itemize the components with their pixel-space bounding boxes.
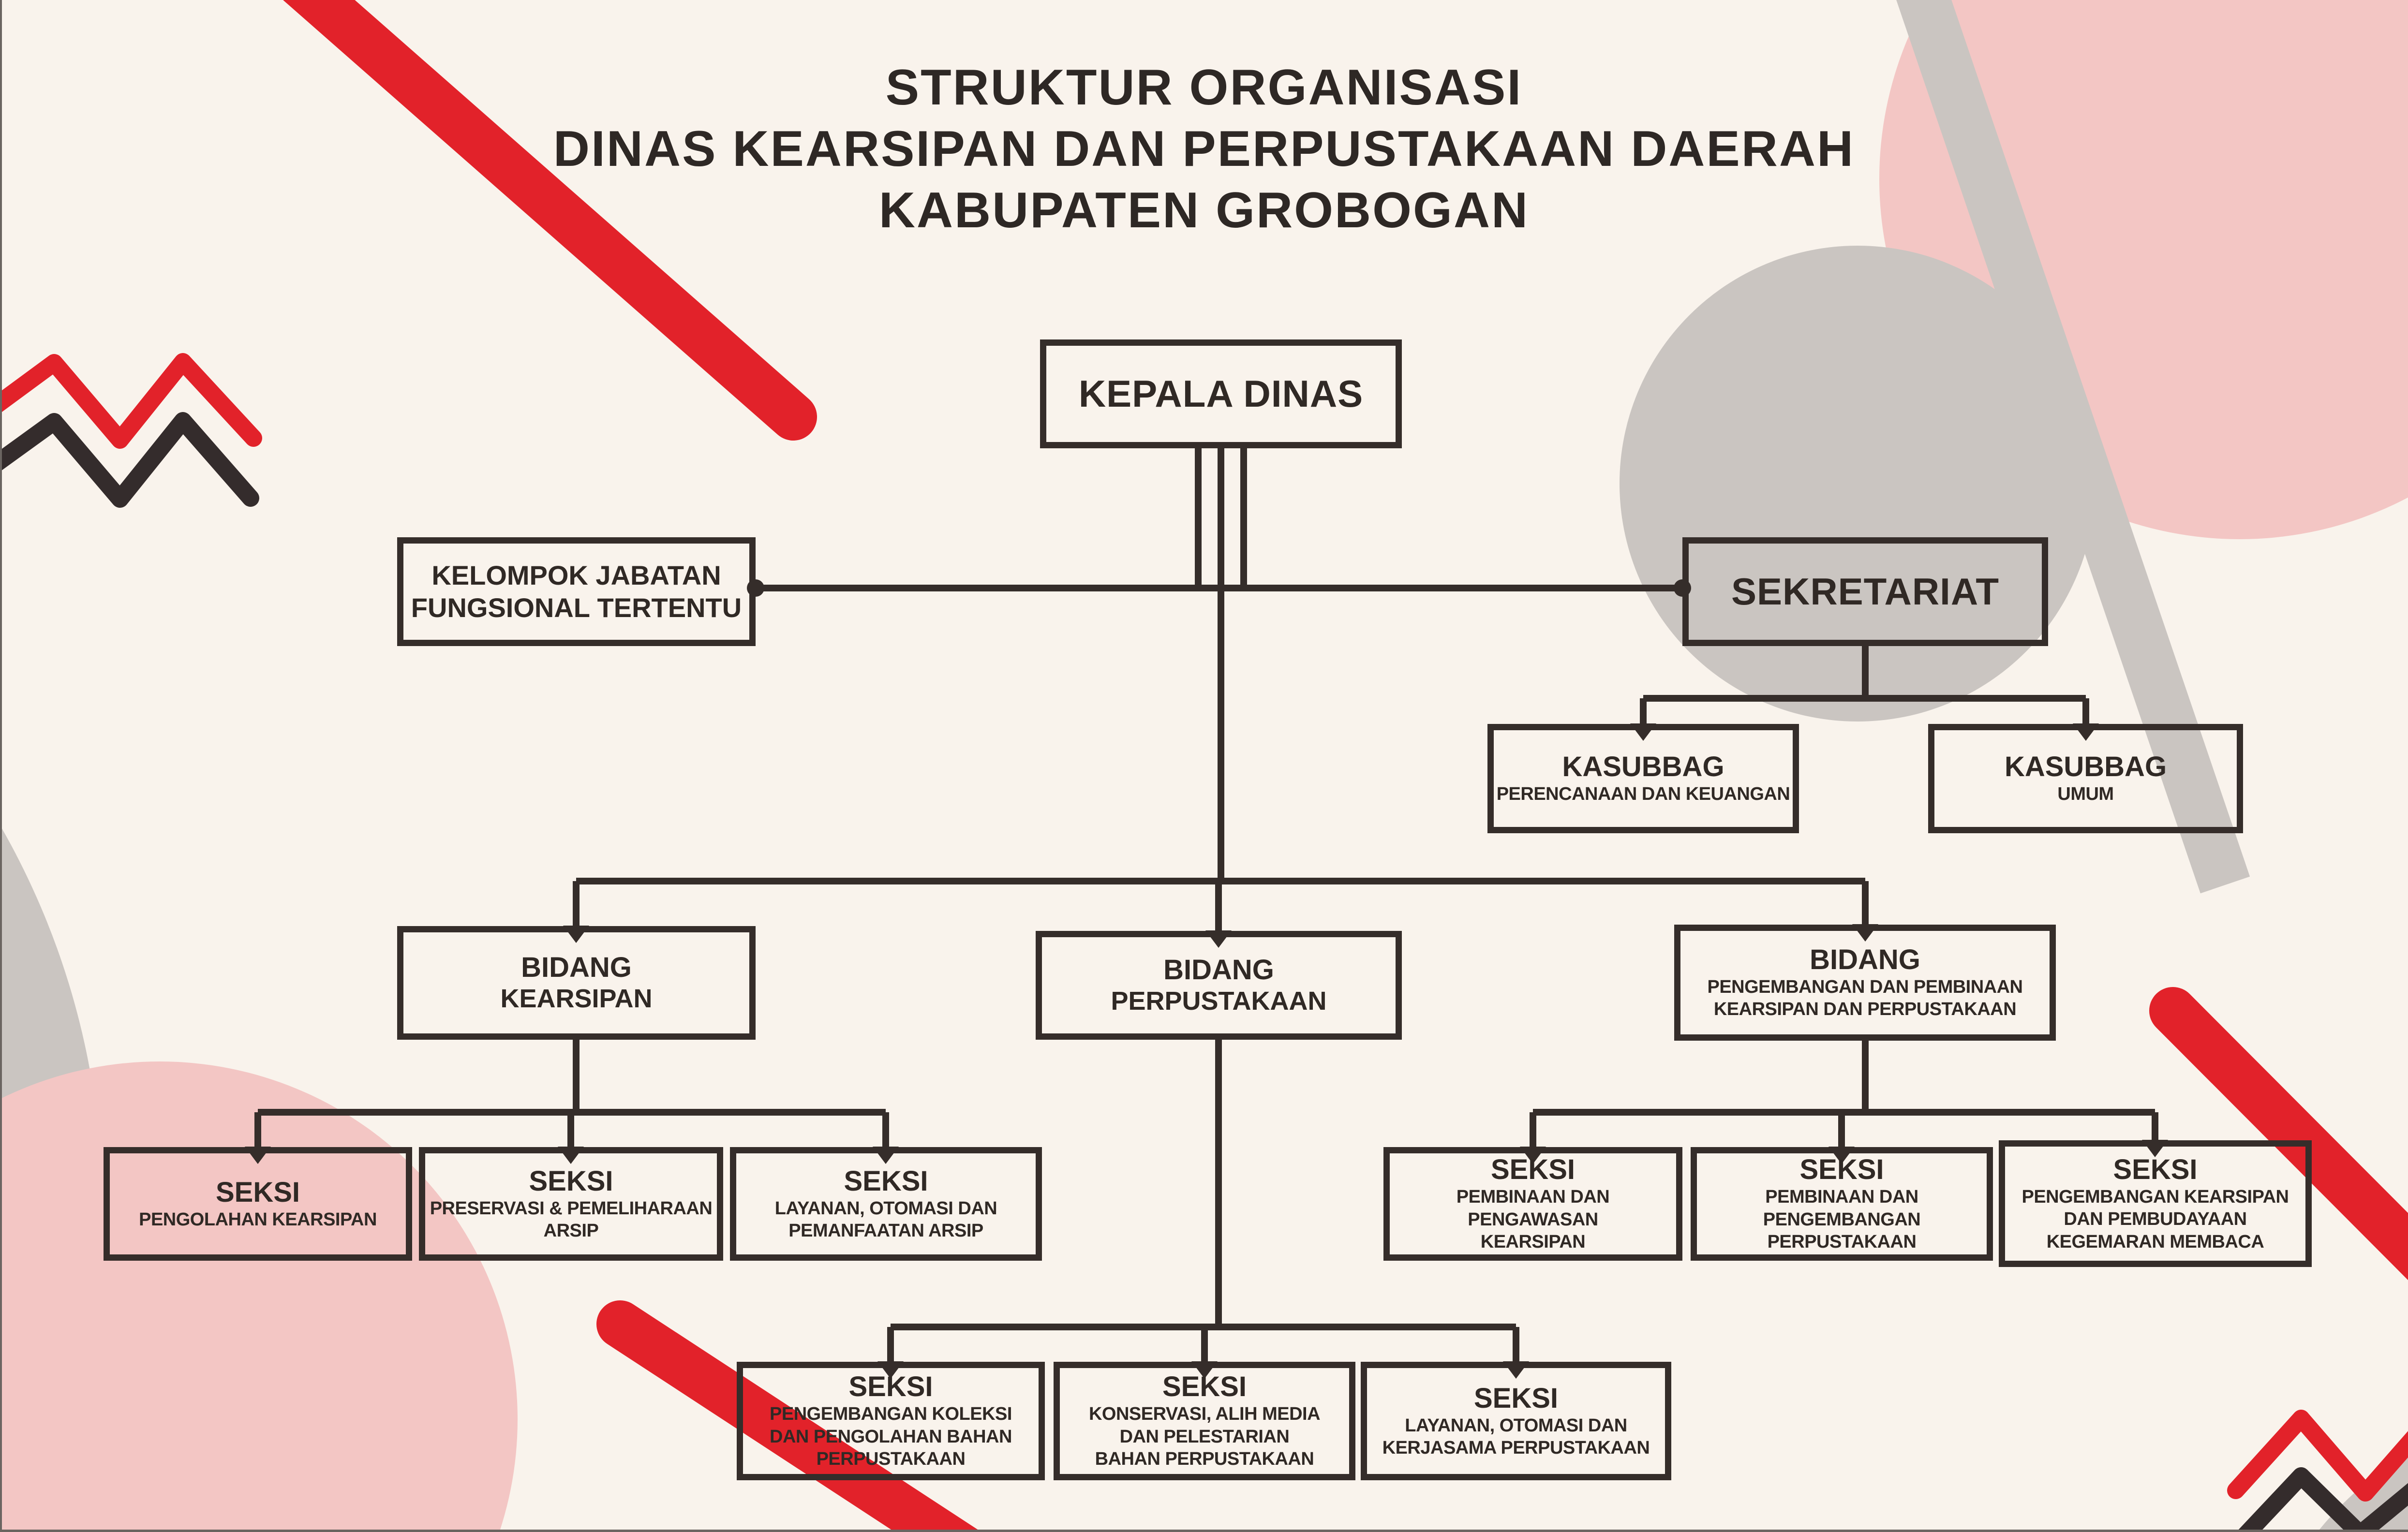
- node-kasubbag-perencanaan-keuangan: KASUBBAG PERENCANAAN DAN KEUANGAN: [1487, 724, 1799, 833]
- pink-circle-bottom-left: [0, 1061, 518, 1532]
- node-line: ARSIP: [543, 1220, 599, 1241]
- node-seksi-preservasi-pemeliharaan-arsip: SEKSI PRESERVASI & PEMELIHARAAN ARSIP: [419, 1147, 723, 1261]
- node-label: SEKSI: [848, 1371, 933, 1403]
- title-line-1: STRUKTUR ORGANISASI: [885, 59, 1523, 116]
- node-line: KEARSIPAN: [1480, 1232, 1586, 1252]
- node-label: SEKSI: [2113, 1153, 2198, 1185]
- node-label: SEKRETARIAT: [1731, 570, 2000, 613]
- left-edge-line: [0, 0, 2, 1532]
- node-line: LAYANAN, OTOMASI DAN: [1405, 1415, 1627, 1436]
- node-line: PENGEMBANGAN DAN PEMBINAAN: [1707, 977, 2023, 998]
- node-line: KEARSIPAN DAN PERPUSTAKAAN: [1713, 999, 2017, 1020]
- red-stripe-bottom-right: [2149, 987, 2408, 1281]
- node-bidang-pengembangan-pembinaan: BIDANG PENGEMBANGAN DAN PEMBINAAN KEARSI…: [1674, 925, 2056, 1041]
- node-line: PRESERVASI & PEMELIHARAAN: [430, 1198, 713, 1219]
- node-line: DAN PEMBUDAYAAN: [2064, 1209, 2247, 1230]
- node-kelompok-jabatan-fungsional: KELOMPOK JABATAN FUNGSIONAL TERTENTU: [397, 537, 756, 646]
- node-line: DAN PENGOLAHAN BAHAN: [770, 1426, 1012, 1447]
- node-sekretariat: SEKRETARIAT: [1682, 537, 2048, 646]
- node-label: BIDANG: [1163, 954, 1274, 986]
- node-label: SEKSI: [215, 1176, 300, 1208]
- page-title: STRUKTUR ORGANISASI DINAS KEARSIPAN DAN …: [0, 57, 2408, 241]
- node-line: PERPUSTAKAAN: [1111, 986, 1327, 1016]
- node-label: KEPALA DINAS: [1078, 372, 1364, 415]
- node-label: SEKSI: [1490, 1154, 1576, 1186]
- node-line: PEMBINAAN DAN PENGAWASAN: [1456, 1187, 1610, 1230]
- node-line: KEGEMARAN MEMBACA: [2046, 1231, 2264, 1252]
- node-line: KEARSIPAN: [500, 984, 653, 1013]
- dark-zigzag-top-left: [0, 412, 259, 508]
- node-seksi-pengembangan-koleksi: SEKSI PENGEMBANGAN KOLEKSI DAN PENGOLAHA…: [737, 1362, 1045, 1480]
- node-label: KASUBBAG: [2004, 751, 2167, 783]
- node-kasubbag-umum: KASUBBAG UMUM: [1928, 724, 2243, 833]
- node-seksi-layanan-otomasi-pemanfaatan-arsip: SEKSI LAYANAN, OTOMASI DAN PEMANFAATAN A…: [730, 1147, 1042, 1261]
- node-line: PERPUSTAKAAN: [816, 1449, 966, 1470]
- node-seksi-layanan-otomasi-kerjasama: SEKSI LAYANAN, OTOMASI DAN KERJASAMA PER…: [1361, 1362, 1671, 1480]
- node-line: PENGEMBANGAN KEARSIPAN: [2022, 1186, 2289, 1207]
- node-line: KONSERVASI, ALIH MEDIA: [1088, 1404, 1321, 1425]
- node-line: LAYANAN, OTOMASI DAN: [774, 1198, 997, 1219]
- node-line: KELOMPOK JABATAN: [431, 560, 721, 591]
- node-label: BIDANG: [521, 951, 632, 983]
- node-bidang-kearsipan: BIDANG KEARSIPAN: [397, 926, 756, 1040]
- node-line: PENGOLAHAN KEARSIPAN: [139, 1209, 377, 1230]
- node-seksi-pembinaan-pengembangan-perpustakaan: SEKSI PEMBINAAN DAN PENGEMBANGAN PERPUST…: [1691, 1147, 1993, 1261]
- node-label: SEKSI: [844, 1165, 928, 1197]
- red-zigzag-bottom-right: [2227, 1410, 2408, 1502]
- title-line-2: DINAS KEARSIPAN DAN PERPUSTAKAAN DAERAH: [553, 120, 1855, 177]
- node-label: SEKSI: [1473, 1382, 1559, 1414]
- node-label: BIDANG: [1810, 944, 1920, 976]
- node-line: DAN PELESTARIAN: [1119, 1426, 1290, 1447]
- red-stripe-top-left: [283, 0, 817, 441]
- node-line: KERJASAMA PERPUSTAKAAN: [1382, 1437, 1650, 1458]
- node-line: FUNGSIONAL TERTENTU: [411, 592, 742, 623]
- red-zigzag-top-left: [0, 353, 262, 449]
- node-line: PERPUSTAKAAN: [1767, 1232, 1917, 1252]
- node-label: KASUBBAG: [1562, 751, 1724, 783]
- node-label: SEKSI: [1799, 1154, 1884, 1186]
- node-line: PERENCANAAN DAN KEUANGAN: [1496, 784, 1790, 805]
- node-bidang-perpustakaan: BIDANG PERPUSTAKAAN: [1036, 931, 1402, 1040]
- node-label: SEKSI: [529, 1165, 613, 1197]
- node-line: BAHAN PERPUSTAKAAN: [1095, 1449, 1314, 1470]
- title-line-3: KABUPATEN GROBOGAN: [878, 182, 1530, 238]
- gray-circle-sekretariat: [1620, 246, 2096, 722]
- node-seksi-pengolahan-kearsipan: SEKSI PENGOLAHAN KEARSIPAN: [104, 1147, 412, 1261]
- node-seksi-pembinaan-pengawasan-kearsipan: SEKSI PEMBINAAN DAN PENGAWASAN KEARSIPAN: [1383, 1147, 1682, 1261]
- dark-zigzag-bottom-right: [2236, 1467, 2408, 1532]
- node-line: PENGEMBANGAN KOLEKSI: [770, 1404, 1012, 1425]
- node-kepala-dinas: KEPALA DINAS: [1040, 339, 1402, 448]
- node-label: SEKSI: [1162, 1371, 1247, 1403]
- node-line: UMUM: [2057, 784, 2114, 805]
- node-line: PEMBINAAN DAN PENGEMBANGAN: [1763, 1187, 1921, 1230]
- node-seksi-pengembangan-kearsipan-pembudayaan: SEKSI PENGEMBANGAN KEARSIPAN DAN PEMBUDA…: [1999, 1140, 2312, 1267]
- node-line: PEMANFAATAN ARSIP: [788, 1220, 983, 1241]
- red-stripe-bottom-left: [596, 1300, 981, 1532]
- bottom-edge-line: [0, 1530, 2408, 1532]
- node-seksi-konservasi-alih-media: SEKSI KONSERVASI, ALIH MEDIA DAN PELESTA…: [1054, 1362, 1355, 1480]
